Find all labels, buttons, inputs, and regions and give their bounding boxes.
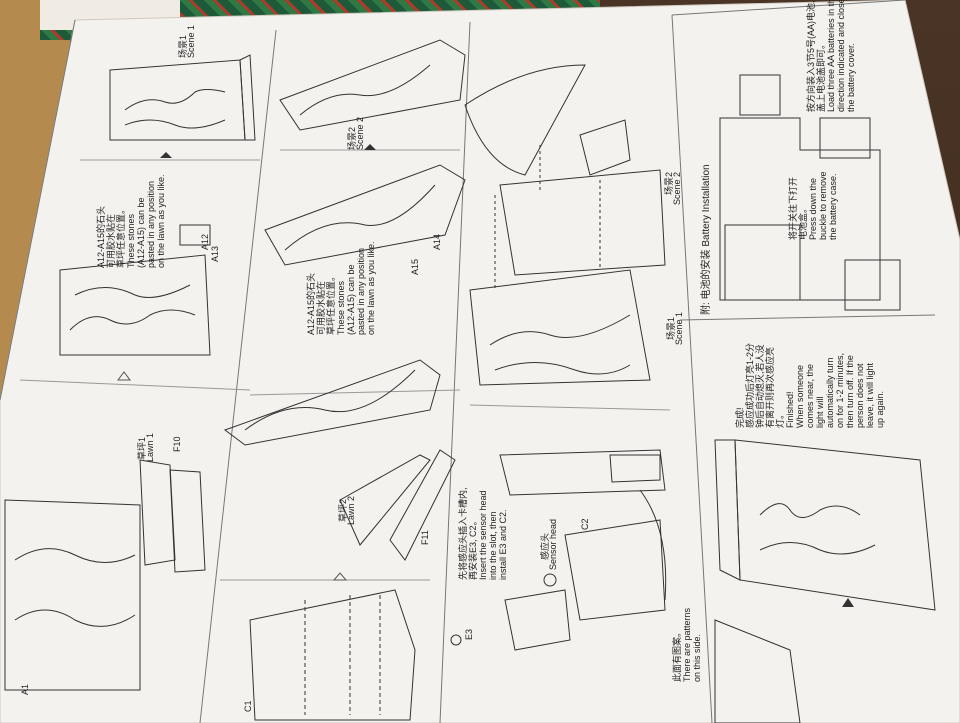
part-a13: A13 xyxy=(210,245,220,262)
stones-note-1: A12-A15的石头 可用胶水贴在 草坪任意位置。 These stones (… xyxy=(96,174,166,268)
stones-note-2: A12-A15的石头 可用胶水贴在 草坪任意位置。 These stones (… xyxy=(306,241,376,335)
assembly-drawings xyxy=(4,39,936,723)
sensor-instruction: 先将感应头插入卡槽内, 再安装E3, C2。 Insert the sensor… xyxy=(458,487,508,580)
step-arrows xyxy=(117,144,854,607)
pattern-icon xyxy=(450,634,462,646)
part-e3: E3 xyxy=(464,628,474,640)
battery-title: 附: 电池的安装 Battery Installation xyxy=(701,164,712,315)
scene2-mid-label-en: Scene 2 xyxy=(672,171,682,205)
scene1-mid-label-en: Scene 1 xyxy=(674,311,684,345)
part-a15: A15 xyxy=(410,258,420,275)
battery-load-note: 按方向装入3节5号(AA)电池, 盖上电池盖即可。 Load three AA … xyxy=(806,0,856,112)
scene2-label-en: Scene 2 xyxy=(355,116,365,150)
part-c2: C2 xyxy=(580,518,590,530)
scene1-top-label-en: Scene 1 xyxy=(186,24,196,58)
patterns-note: 此面有图案。 There are patterns on this side. xyxy=(672,607,702,682)
part-a14: A14 xyxy=(432,233,442,250)
part-a12: A12 xyxy=(200,233,210,250)
battery-remove-note: 将开关往下打开 电池盒。 Press down the buckle to re… xyxy=(788,171,838,240)
sensor-head-label-en: Sensor head xyxy=(548,518,558,570)
part-f10: F10 xyxy=(172,436,182,452)
part-a1: A1 xyxy=(20,683,30,695)
part-c1: C1 xyxy=(243,700,253,712)
part-f11: F11 xyxy=(420,530,430,545)
panel-dividers xyxy=(0,0,936,723)
lawn2-label-en: Lawn 2 xyxy=(346,495,356,525)
lawn1-label-en: Lawn 1 xyxy=(145,432,155,462)
finished-note: 完成! 感应成功后灯亮1-2分 钟后自动熄灭,若人没 有离开则再次感应亮 灯。 … xyxy=(735,342,885,428)
